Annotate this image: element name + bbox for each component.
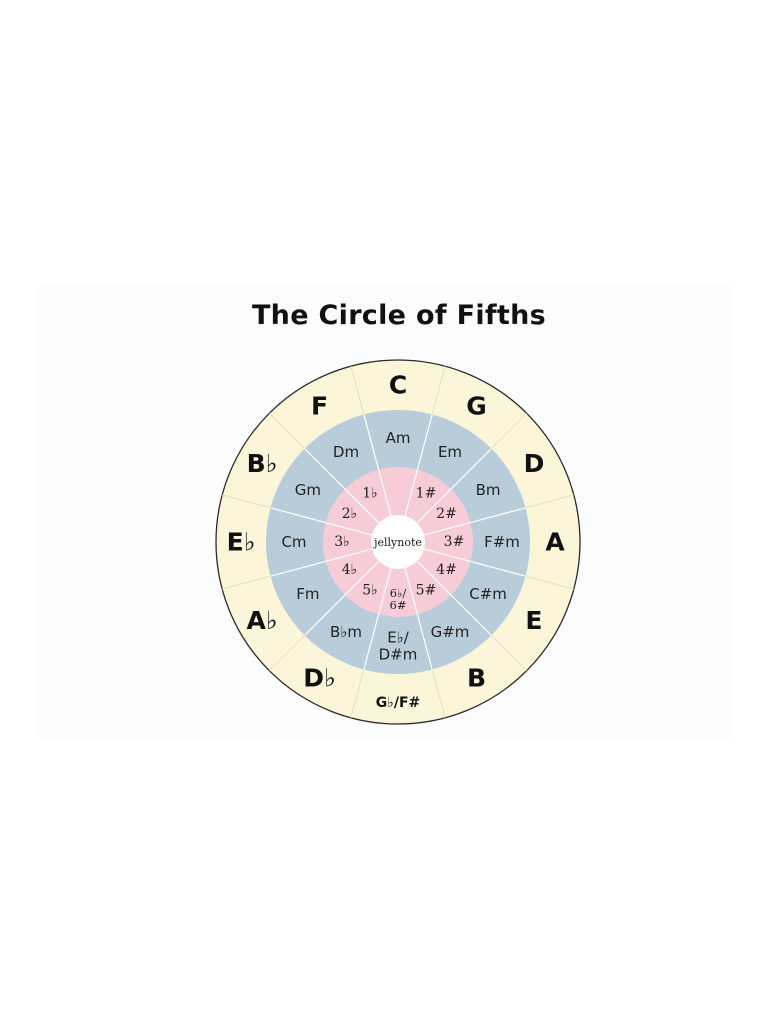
major-key-label: A♭ [246,606,277,635]
inner-ring-divider [325,522,373,536]
middle-ring-divider [470,560,526,577]
minor-key-label: Dm [333,443,359,461]
key-signature-label: 2♭ [342,506,358,522]
minor-key-label: Bm [476,481,501,499]
middle-ring-divider [270,507,326,524]
inner-ring-divider [404,469,418,517]
minor-key-label: F#m [484,533,520,551]
inner-ring-divider [344,488,380,524]
major-key-label: D♭ [303,663,336,692]
key-signature-label: 6♭/6# [390,586,407,612]
minor-key-label: Gm [295,481,321,499]
major-key-label: F [311,392,328,421]
key-signature-label: 1# [416,486,437,502]
outer-ring-divider [525,494,574,509]
minor-key-label: Fm [296,585,319,603]
minor-key-label: C#m [469,585,507,603]
key-signature-label: 4♭ [342,562,358,578]
middle-ring-dividers [270,414,526,670]
outer-ring-divider [222,575,271,590]
key-signature-labels: 1# 2# 3# 4# 5# 6♭/6# 5♭4♭ 3♭ 2♭1♭ [334,486,464,612]
middle-ring-divider [304,448,346,490]
major-key-label: G♭/F# [376,695,421,711]
outer-ring-divider [490,412,528,450]
inner-ring-divider [423,522,471,536]
major-key-label: E♭ [227,528,256,557]
key-signature-label: 3# [444,534,465,550]
inner-ring-divider [423,548,471,562]
major-key-labels: C G D A E B G♭/F# D♭ A♭ E♭ B♭ F [227,371,566,712]
inner-ring-divider [416,488,452,524]
middle-ring-divider [416,414,433,470]
major-key-label: D [524,449,545,478]
outer-ring-divider [268,412,306,450]
key-signature-label: 5# [416,582,437,598]
key-signature-label: 2# [436,506,457,522]
outer-ring-divider [431,669,446,718]
outer-ring-divider [431,366,446,415]
outer-ring-divider [268,634,306,672]
middle-ring-divider [270,560,326,577]
major-key-label: B♭ [247,449,278,478]
middle-ring-divider [450,594,492,636]
middle-ring-divider [470,507,526,524]
key-signature-label: 5♭ [362,582,378,598]
jellynote-logo: jellynote [372,536,422,549]
major-key-label: B [467,663,486,692]
major-key-label: A [545,528,565,557]
inner-ring-divider [344,560,380,596]
outer-ring-divider [525,575,574,590]
inner-ring-divider [378,469,392,517]
middle-ring-divider [304,594,346,636]
key-signature-label: 1♭ [362,486,378,502]
middle-ring-divider [363,414,380,470]
major-key-label: C [389,371,407,400]
inner-ring-divider [416,560,452,596]
minor-key-label: G#m [431,623,470,641]
key-signature-label: 4# [436,562,457,578]
wheel-rings: jellynote [215,359,581,725]
inner-ring-divider [378,567,392,615]
middle-ring-divider [363,614,380,670]
middle-ring-divider [416,614,433,670]
inner-ring-divider [404,567,418,615]
outer-ring-divider [350,366,365,415]
center-hub [371,515,425,569]
minor-key-label: B♭m [330,623,362,641]
outer-ring-dividers [222,366,574,718]
key-signature-label: 3♭ [334,534,350,550]
outer-ring-divider [350,669,365,718]
minor-key-label: Em [438,443,462,461]
minor-key-label: Am [386,429,411,447]
outer-ring-divider [222,494,271,509]
minor-key-label: E♭/D#m [379,629,418,664]
inner-ring-divider [325,548,373,562]
major-key-label: G [466,392,487,421]
major-key-label: E [525,606,542,635]
middle-ring-divider [450,448,492,490]
minor-key-label: Cm [281,533,306,551]
inner-ring-dividers [325,469,471,615]
outer-ring-divider [490,634,528,672]
page-title: The Circle of Fifths [251,300,547,331]
